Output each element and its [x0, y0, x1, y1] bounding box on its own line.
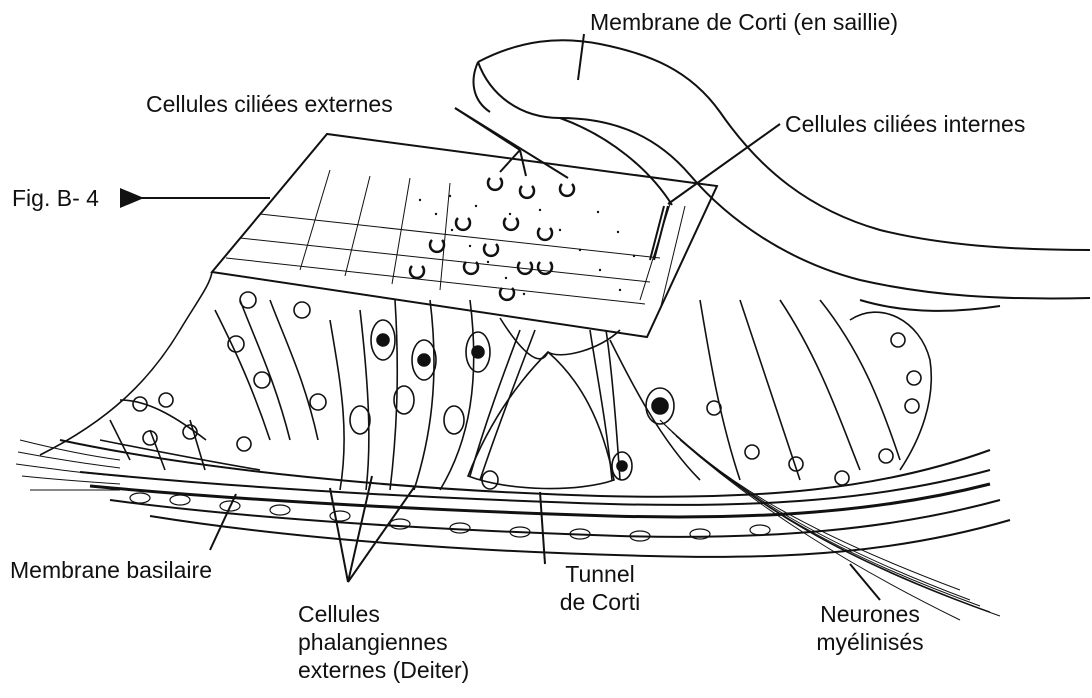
- label-neurones-line2: myélinisés: [800, 628, 940, 656]
- outer-hair-cells: [330, 300, 490, 490]
- inner-cells: [610, 300, 931, 485]
- label-membrane-corti: Membrane de Corti (en saillie): [590, 8, 898, 36]
- tectorial-membrane: [474, 40, 1090, 311]
- label-phalangiennes-line2: phalangiennes: [298, 628, 469, 656]
- label-neurones: Neurones myélinisés: [800, 600, 940, 656]
- label-cellules-phalangiennes: Cellules phalangiennes externes (Deiter): [298, 600, 469, 684]
- reticular-lamina-grid: [226, 170, 685, 310]
- supporting-cells-outer: [40, 272, 326, 470]
- label-phalangiennes-line3: externes (Deiter): [298, 656, 469, 684]
- left-fibres: [16, 440, 120, 490]
- label-membrane-basilaire: Membrane basilaire: [10, 556, 212, 584]
- label-neurones-line1: Neurones: [800, 600, 940, 628]
- outer-hair-cell-bundles: [410, 178, 574, 300]
- label-cellules-externes: Cellules ciliées externes: [146, 90, 393, 118]
- label-tunnel-line2: de Corti: [545, 588, 655, 616]
- label-tunnel-line1: Tunnel: [545, 560, 655, 588]
- myelinated-neurons: [660, 420, 1000, 620]
- inner-hair-cell-row: [650, 206, 668, 260]
- label-phalangiennes-line1: Cellules: [298, 600, 469, 628]
- label-tunnel-corti: Tunnel de Corti: [545, 560, 655, 616]
- label-fig-ref: Fig. B- 4: [12, 184, 99, 212]
- section-plane: [212, 134, 717, 337]
- tunnel-of-corti: [468, 318, 632, 489]
- label-cellules-internes: Cellules ciliées internes: [785, 110, 1025, 138]
- stippled-region: [419, 195, 635, 295]
- basilar-membrane: [60, 440, 1010, 557]
